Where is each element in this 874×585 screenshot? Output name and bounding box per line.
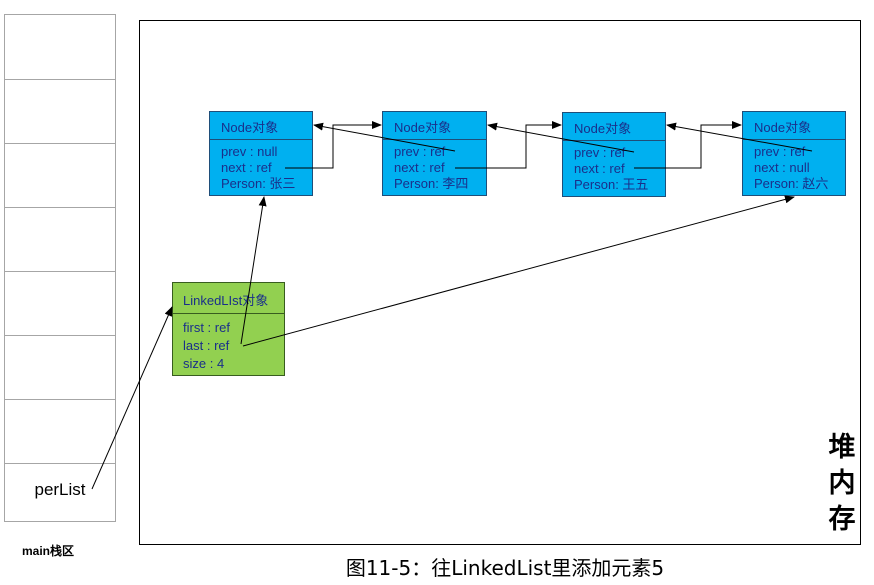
node-prev-field: prev : ref [574,145,626,160]
stack-slot [5,144,115,208]
last-arrow [242,195,795,347]
node-object-2: Node对象 prev : ref next : ref Person: 李四 [382,111,487,196]
next-arrow-2-3 [455,121,562,169]
stack-slot [5,80,115,144]
figure-caption: 图11-5：往LinkedList里添加元素5 [345,556,665,580]
stack-slot [5,400,115,464]
next-arrow-1-2 [285,121,382,169]
perlist-arrow [91,306,173,490]
prev-arrow-4-3 [666,122,813,152]
node-next-field: next : null [754,160,810,175]
heap-label-char: 存 [828,504,856,535]
stack-slot [5,272,115,336]
node-next-field: next : ref [394,160,445,175]
node-person-field: Person: 李四 [394,176,469,191]
linkedlist-size-field: size : 4 [183,356,225,371]
first-arrow [240,196,267,345]
node-next-field: next : ref [574,161,625,176]
linkedlist-last-field: last : ref [183,338,230,353]
node-title: Node对象 [210,112,312,140]
node-object-4: Node对象 prev : ref next : null Person: 赵六 [742,111,846,196]
node-object-3: Node对象 prev : ref next : ref Person: 王五 [562,112,666,197]
heap-label-char: 堆 [828,432,856,463]
node-prev-field: prev : null [221,144,278,159]
prev-arrow-3-2 [487,122,635,153]
linkedlist-object: LinkedLIst对象 first : ref last : ref size… [172,282,285,376]
stack-slot [5,208,115,272]
stack-slot [5,15,115,80]
heap-label-char: 内 [828,468,856,499]
prev-arrow-2-1 [313,122,456,152]
node-next-field: next : ref [221,160,272,175]
stack-caption: main栈区 [22,544,75,558]
linkedlist-first-field: first : ref [183,320,230,335]
node-title: Node对象 [383,112,486,140]
stack-slot [5,336,115,400]
node-person-field: Person: 赵六 [754,176,829,191]
node-person-field: Person: 王五 [574,177,649,192]
perlist-variable-label: perList [34,480,86,499]
next-arrow-3-4 [634,121,742,169]
heap-area [139,20,861,545]
node-title: Node对象 [743,112,845,140]
heap-label: 堆 内 存 [824,430,860,538]
node-title: Node对象 [563,113,665,141]
node-person-field: Person: 张三 [221,176,296,191]
node-prev-field: prev : ref [394,144,446,159]
stack-area: perList [4,14,116,522]
node-object-1: Node对象 prev : null next : ref Person: 张三 [209,111,313,196]
